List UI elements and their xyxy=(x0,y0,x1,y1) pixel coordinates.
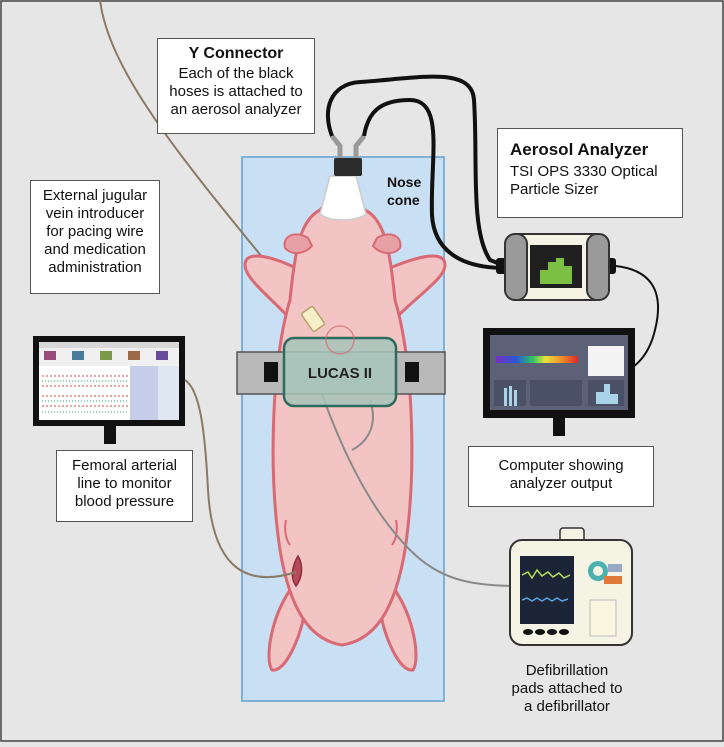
femoral-callout: Femoral arterial line to monitor blood p… xyxy=(56,450,193,522)
nose-cone xyxy=(319,175,367,221)
y-connector-title: Y Connector xyxy=(188,45,284,62)
jugular-callout: External jugular vein introducer for pac… xyxy=(30,180,160,294)
defibrillator-callout: Defibrillation pads attached to a defibr… xyxy=(492,658,642,730)
aerosol-analyzer-text: TSI OPS 3330 Optical Particle Sizer xyxy=(510,163,658,198)
patient-monitor xyxy=(33,336,185,444)
aerosol-analyzer-title: Aerosol Analyzer xyxy=(510,140,649,159)
aerosol-analyzer-callout: Aerosol Analyzer TSI OPS 3330 Optical Pa… xyxy=(497,128,683,218)
hose-inner xyxy=(362,97,506,270)
defibrillator-text: Defibrillation pads attached to a defibr… xyxy=(511,662,623,715)
lucas-device xyxy=(236,306,446,408)
computer-callout: Computer showing analyzer output xyxy=(468,446,654,507)
nose-cone-label: Nose cone xyxy=(387,174,425,208)
computer-text: Computer showing analyzer output xyxy=(498,457,624,492)
y-connector xyxy=(330,134,366,158)
hose-outer xyxy=(325,74,506,268)
nose-cone-connector xyxy=(334,158,362,176)
defib-wire-1 xyxy=(309,359,513,587)
y-connector-callout: Y Connector Each of the black hoses is a… xyxy=(157,38,315,134)
y-connector-text: Each of the black hoses is attached to a… xyxy=(169,65,303,118)
lucas-label: LUCAS II xyxy=(308,365,372,382)
jugular-text: External jugular vein introducer for pac… xyxy=(42,187,148,276)
computer-monitor xyxy=(483,328,635,436)
defib-wire-2 xyxy=(351,399,374,451)
femoral-text: Femoral arterial line to monitor blood p… xyxy=(71,457,178,510)
defibrillator-device xyxy=(509,527,633,646)
aerosol-analyzer-device xyxy=(496,233,616,301)
femoral-line xyxy=(184,379,297,579)
